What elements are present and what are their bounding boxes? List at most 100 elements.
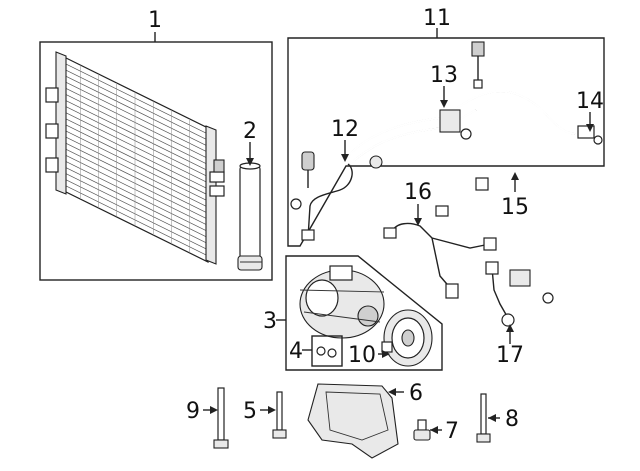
callout-13-arrow — [440, 100, 448, 108]
discharge-line-part — [344, 41, 603, 165]
callout-13: 13 — [430, 63, 458, 88]
callout-9-arrow — [210, 406, 218, 414]
bolt-5-shank — [276, 391, 283, 431]
hose-15-inner — [440, 168, 568, 301]
compressor-end-cap — [305, 279, 339, 317]
hose-15-clamp — [475, 177, 489, 191]
callout-7: 7 — [445, 419, 459, 444]
line-17-tube — [491, 267, 509, 319]
callout-17-arrow — [506, 324, 514, 332]
condenser-fitting-upper — [209, 171, 225, 183]
bolt-9-part — [213, 387, 229, 449]
condenser-fitting-lower — [209, 185, 225, 197]
liquid-line-tube — [307, 163, 353, 239]
callout-15-arrow — [511, 172, 519, 180]
bolt-5-head — [272, 429, 287, 439]
bolt-8-shank — [480, 393, 487, 435]
condenser-part — [45, 51, 225, 265]
hose-15-end-fitting — [435, 205, 449, 217]
compressor-seam-1 — [299, 289, 385, 293]
shield-inner-edge — [325, 391, 389, 441]
line-17-part — [485, 261, 515, 327]
line-16-block — [483, 237, 497, 251]
bolt-9-head — [213, 439, 229, 449]
compressor-group-box — [285, 255, 443, 371]
condenser-left-tank — [55, 51, 67, 195]
callout-10-arrow — [382, 350, 390, 358]
hose-lines-group-box — [287, 37, 605, 247]
hose-15-end — [542, 292, 554, 304]
compressor-part — [299, 265, 385, 339]
condenser-group-box — [39, 41, 273, 281]
bolt-8-part — [476, 393, 491, 443]
condenser-bracket-lower-left — [45, 157, 59, 173]
callout-5-arrow — [268, 406, 276, 414]
liquid-line-part — [290, 151, 383, 241]
callout-16: 16 — [404, 180, 432, 205]
line-16-tube — [391, 222, 491, 291]
callout-10: 10 — [348, 343, 376, 368]
hose-15-part — [435, 168, 568, 304]
line-16-end — [445, 283, 459, 299]
seal-ring-1 — [316, 346, 326, 356]
hose-lines-group: 11 13 14 — [287, 6, 605, 247]
callout-6: 6 — [409, 381, 423, 406]
receiver-drier-cap — [237, 255, 263, 271]
hose-15-crimp — [509, 269, 531, 287]
callout-15: 15 — [501, 195, 529, 220]
callout-2-arrow — [246, 158, 254, 166]
bolt-5-part — [272, 391, 287, 439]
condenser-bracket-mid-left — [45, 123, 59, 139]
line-clip — [460, 128, 472, 140]
callout-1: 1 — [148, 8, 162, 33]
callout-14-arrow — [586, 124, 594, 132]
line-17-top-fitting — [485, 261, 499, 275]
condenser-group: 1 2 — [39, 8, 273, 281]
compressor-front-hub — [357, 305, 379, 327]
callout-4: 4 — [289, 339, 303, 364]
liquid-line-cap — [301, 151, 315, 171]
callout-6-arrow — [388, 388, 396, 396]
callout-3: 3 — [263, 309, 277, 334]
condenser-fins — [61, 61, 209, 257]
clutch-part — [381, 309, 433, 367]
bolt-7-shank — [417, 419, 427, 431]
callout-11: 11 — [423, 6, 451, 31]
seal-ring-2 — [327, 348, 337, 358]
line-block-fitting — [439, 109, 461, 133]
callout-9: 9 — [186, 399, 200, 424]
line-16-fitting — [383, 227, 397, 239]
callout-5: 5 — [243, 399, 257, 424]
condenser-bracket-upper-left — [45, 87, 59, 103]
callout-16-arrow — [414, 218, 422, 226]
bolt-7-part — [413, 419, 431, 441]
clutch-connector — [381, 341, 393, 353]
bolt-7-head — [413, 429, 431, 441]
bolt-8-head — [476, 433, 491, 443]
callout-12: 12 — [331, 117, 359, 142]
receiver-drier-part — [237, 162, 263, 271]
clutch-hub — [401, 329, 415, 347]
compressor-seam-2 — [303, 311, 381, 323]
receiver-drier-body — [239, 165, 261, 263]
callout-8: 8 — [505, 407, 519, 432]
shield-body — [307, 383, 399, 459]
callout-12-arrow — [341, 154, 349, 162]
service-port-base — [473, 79, 483, 89]
compressor-port-block — [329, 265, 353, 281]
line-17-bottom-fitting — [501, 313, 515, 327]
shield-part — [307, 383, 399, 459]
callout-14: 14 — [576, 89, 604, 114]
service-port-cap — [471, 41, 485, 57]
compressor-group: 3 4 10 — [263, 255, 443, 371]
hose-15-outer — [441, 169, 567, 300]
seal-kit-box — [311, 335, 343, 367]
liquid-line-grommet — [369, 155, 383, 169]
liquid-line-nut — [290, 198, 302, 210]
callout-17: 17 — [496, 343, 524, 368]
condenser-port — [213, 159, 225, 173]
callout-7-arrow — [430, 426, 438, 434]
liquid-line-end — [301, 229, 315, 241]
